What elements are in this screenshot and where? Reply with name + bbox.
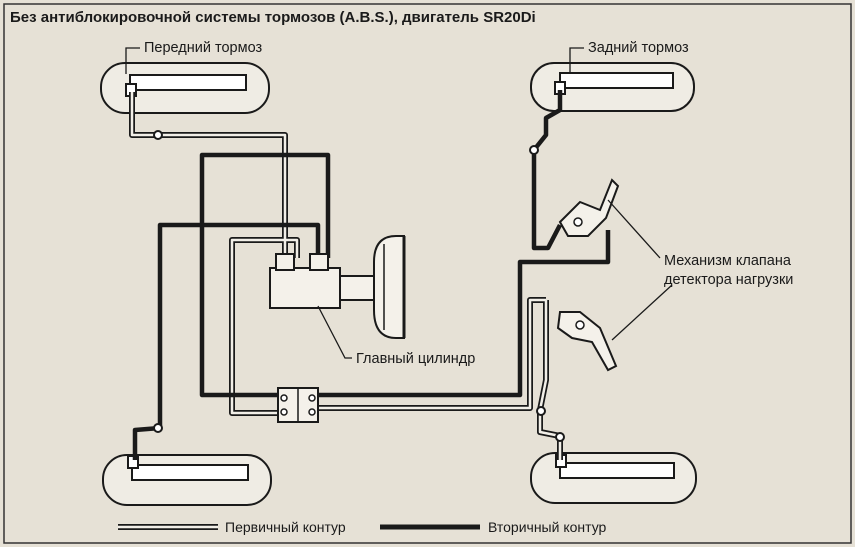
diagram-title: Без антиблокировочной системы тормозов (… <box>10 9 536 26</box>
valve-label-line1: Механизм клапана <box>664 253 792 269</box>
master-cylinder <box>269 235 406 339</box>
rear-brake-label: Задний тормоз <box>588 40 689 56</box>
load-sensing-valve-upper <box>558 178 620 237</box>
load-sensing-valve-lower <box>556 311 618 372</box>
legend: Первичный контур Вторичный контур <box>118 519 607 535</box>
line-junctions <box>153 130 565 442</box>
junction-block <box>277 387 319 423</box>
legend-secondary-label: Вторичный контур <box>488 519 607 535</box>
wheel-front-left <box>100 62 270 114</box>
front-brake-label: Передний тормоз <box>144 40 262 56</box>
wheel-rear-left <box>530 62 695 112</box>
secondary-circuit-lines <box>132 90 611 460</box>
callout-leaders <box>125 47 673 359</box>
diagram-frame <box>3 3 852 544</box>
master-cylinder-label: Главный цилиндр <box>356 351 475 367</box>
primary-circuit-lines <box>129 92 563 460</box>
valve-label-line2: детектора нагрузки <box>664 272 793 288</box>
wheel-front-right <box>102 454 272 506</box>
wheel-rear-right <box>530 452 697 504</box>
legend-primary-label: Первичный контур <box>225 519 346 535</box>
